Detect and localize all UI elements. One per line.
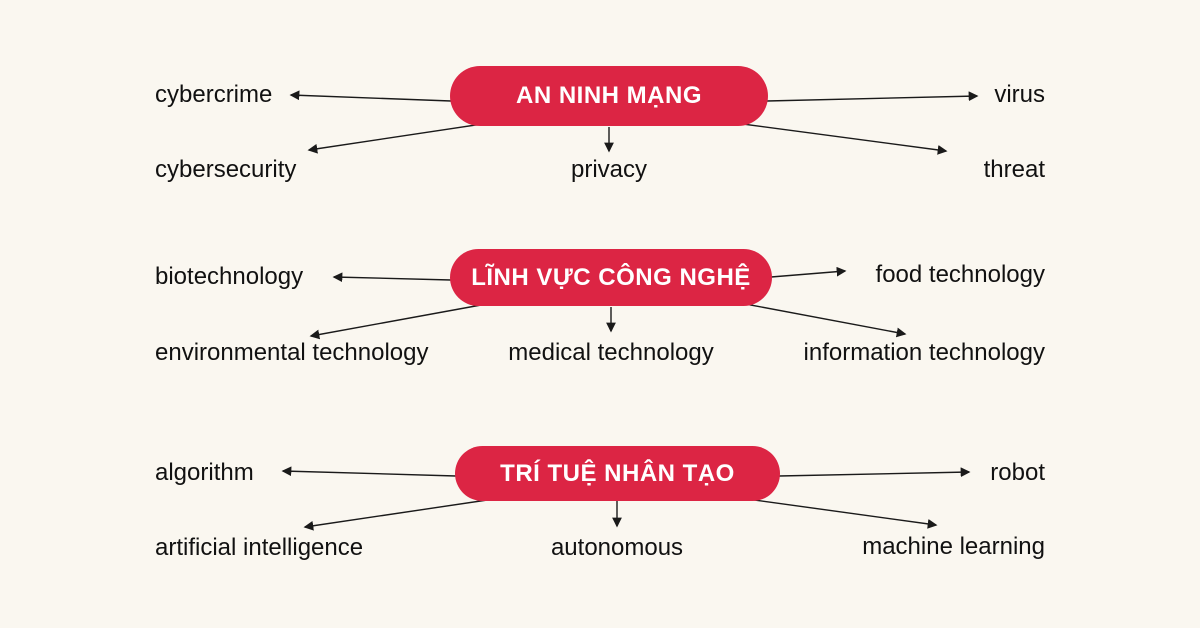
term-robot: robot — [990, 459, 1045, 486]
term-cybercrime: cybercrime — [155, 81, 273, 108]
arrow-line — [289, 90, 452, 102]
arrow-line — [734, 122, 948, 155]
term-environmental-technology: environmental technology — [155, 339, 429, 366]
term-virus: virus — [994, 81, 1045, 108]
arrow-line — [746, 498, 938, 529]
term-autonomous: autonomous — [550, 534, 684, 561]
arrow-line — [778, 467, 971, 478]
term-privacy: privacy — [570, 156, 648, 183]
central-node-an-ninh-mang: AN NINH MẠNG — [450, 66, 768, 126]
term-food-technology: food technology — [875, 261, 1045, 288]
arrow-line — [309, 302, 493, 340]
term-information-technology: information technology — [803, 339, 1045, 366]
arrow-line — [303, 498, 495, 531]
term-medical-technology: medical technology — [508, 339, 714, 366]
central-node-tri-tue-nhan-tao: TRÍ TUỆ NHÂN TẠO — [455, 446, 780, 501]
arrow-line — [766, 91, 979, 102]
arrow-line — [739, 302, 907, 338]
term-cybersecurity: cybersecurity — [155, 156, 297, 183]
term-algorithm: algorithm — [155, 459, 254, 486]
arrow-line — [332, 272, 452, 283]
term-machine-learning: machine learning — [862, 533, 1045, 560]
arrow-line — [770, 266, 847, 278]
arrow-line — [281, 466, 457, 477]
arrow-line — [307, 122, 490, 154]
term-threat: threat — [983, 156, 1045, 183]
term-artificial-intelligence: artificial intelligence — [155, 534, 364, 561]
central-node-linh-vuc-cong-nghe: LĨNH VỰC CÔNG NGHỆ — [450, 249, 772, 306]
term-biotechnology: biotechnology — [155, 263, 304, 290]
